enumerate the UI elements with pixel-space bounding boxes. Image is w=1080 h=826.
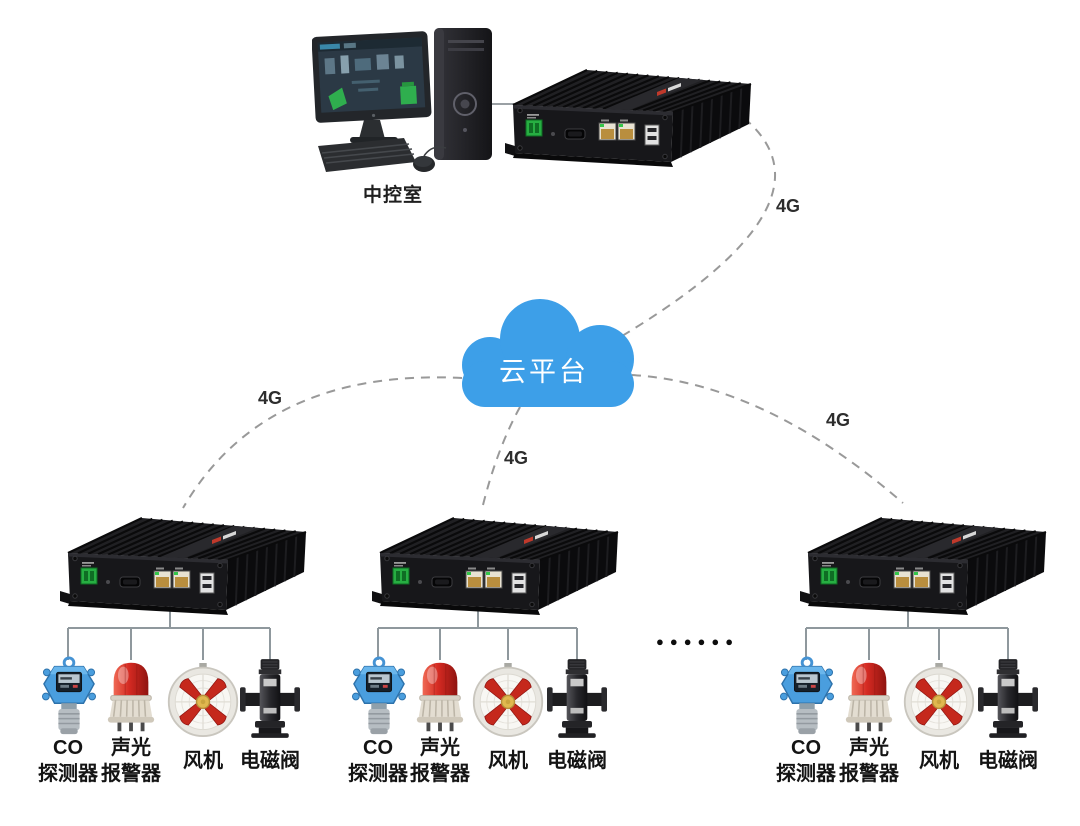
link-label-site3: 4G — [826, 410, 851, 430]
device-label-alarm: 声光报警器 — [410, 737, 470, 785]
solenoid-valve-icon — [978, 659, 1038, 738]
fan-icon — [166, 663, 240, 737]
iot-gateway-icon-site1 — [60, 498, 310, 623]
link-cloud-to-site3-dashed — [631, 374, 904, 504]
sound-light-alarm-icon — [411, 657, 469, 738]
solenoid-valve-icon — [240, 659, 300, 738]
co-detector-icon — [350, 655, 408, 736]
site1-device-tree — [67, 606, 271, 660]
sound-light-alarm-icon — [840, 657, 898, 738]
link-cloud-to-site2-dashed — [482, 406, 521, 506]
device-label-fan: 风机 — [488, 750, 528, 772]
control-room-label: 中控室 — [362, 185, 423, 206]
device-label-valve: 电磁阀 — [978, 750, 1038, 772]
iot-gateway-icon-site3 — [800, 498, 1050, 623]
solenoid-valve-icon — [547, 659, 607, 738]
co-detector-icon — [40, 655, 98, 736]
control-room-computer — [312, 26, 507, 181]
fan-icon — [471, 663, 545, 737]
iot-gateway-icon-site2 — [372, 498, 622, 623]
cloud-label: 云平台 — [499, 357, 589, 387]
link-label-control-room: 4G — [776, 196, 801, 216]
co-detector-icon — [778, 655, 836, 736]
link-cloud-to-site1-dashed — [182, 376, 463, 509]
sound-light-alarm-icon — [102, 657, 160, 738]
device-label-valve: 电磁阀 — [240, 750, 300, 772]
device-label-alarm: 声光报警器 — [101, 737, 161, 785]
cloud-platform: 云平台 — [458, 293, 642, 415]
link-label-site2: 4G — [504, 448, 529, 468]
device-label-valve: 电磁阀 — [547, 750, 607, 772]
device-label-fan: 风机 — [183, 750, 223, 772]
link-label-site1: 4G — [258, 388, 283, 408]
fan-icon — [902, 663, 976, 737]
site2-device-tree — [377, 606, 578, 660]
iot-gateway-icon-top — [505, 50, 755, 175]
site3-device-tree — [805, 606, 1009, 660]
device-label-fan: 风机 — [919, 750, 959, 772]
more-sites-ellipsis: ●●●●●● — [656, 634, 740, 649]
device-label-alarm: 声光报警器 — [839, 737, 899, 785]
